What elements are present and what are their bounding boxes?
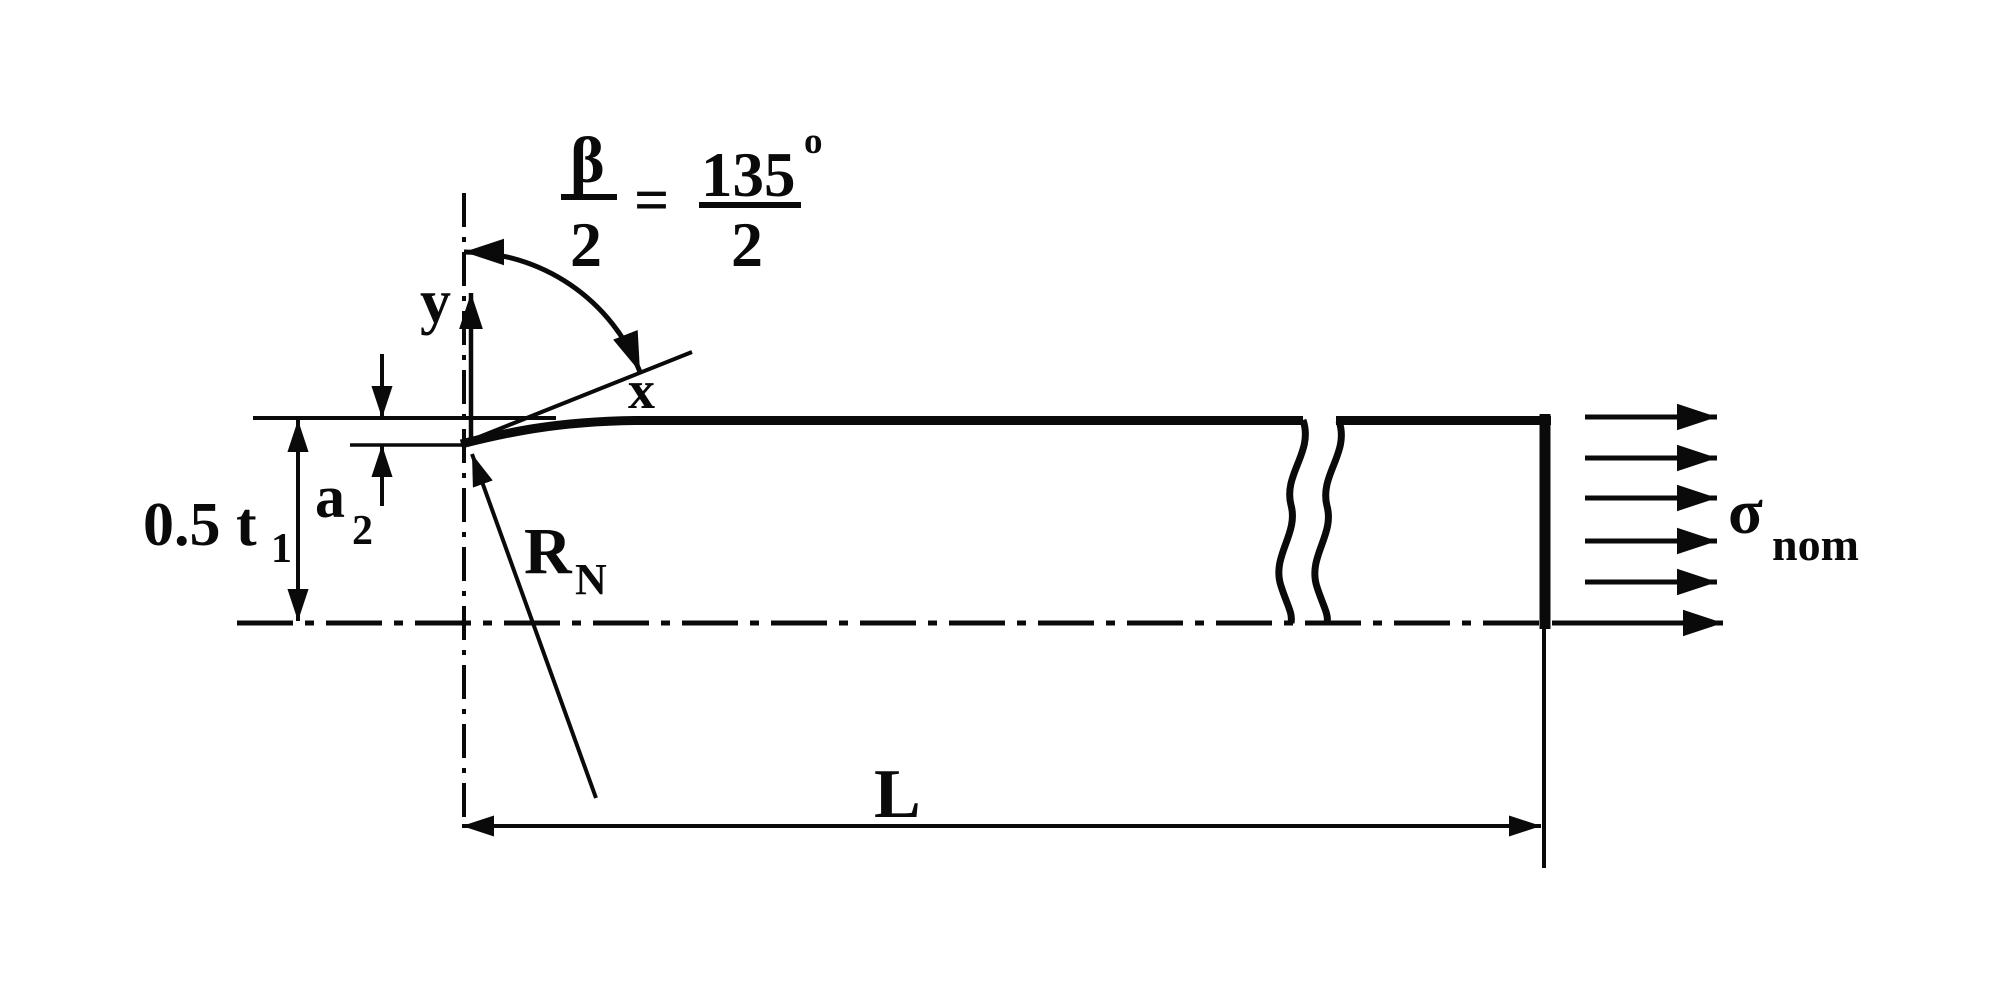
notch-flank-line (463, 350, 693, 445)
equals-sign: = (634, 167, 669, 235)
notch-radius-subscript: N (575, 555, 607, 604)
plate-outline (253, 350, 1551, 868)
notch-depth-label: a (315, 464, 345, 530)
half-thickness-subscript: 1 (271, 526, 292, 572)
break-line-right (1311, 419, 1345, 624)
angle-arc (463, 238, 643, 373)
angle-value: 135 (701, 140, 796, 210)
notch-radius-label: R (524, 515, 573, 588)
angle-denominator-right: 2 (731, 209, 763, 280)
notch-radius-annotation: R N (470, 453, 607, 799)
x-axis-label: x (628, 360, 655, 420)
dimension-notch-depth: a 2 (315, 354, 466, 554)
notch-radius-arrow (470, 453, 598, 799)
stress-arrows: σ nom (1552, 403, 1859, 637)
dimension-length: L (462, 756, 1541, 837)
notch-depth-subscript: 2 (352, 508, 373, 554)
break-lines (1275, 418, 1345, 624)
angle-annotation: β 2 = 135 o 2 (463, 121, 823, 373)
length-label: L (874, 756, 921, 833)
degree-symbol: o (804, 121, 823, 162)
y-axis-label: y (420, 268, 451, 336)
half-thickness-label: 0.5 t (143, 491, 257, 559)
break-line-left (1275, 418, 1309, 624)
dimension-half-thickness: 0.5 t 1 (143, 420, 309, 621)
angle-numerator-beta: β (570, 124, 605, 197)
nominal-stress-subscript: nom (1772, 519, 1859, 570)
nominal-stress-label: σ (1728, 476, 1763, 547)
angle-denominator-left: 2 (570, 209, 602, 280)
plate-top-surface-left (459, 416, 1303, 449)
